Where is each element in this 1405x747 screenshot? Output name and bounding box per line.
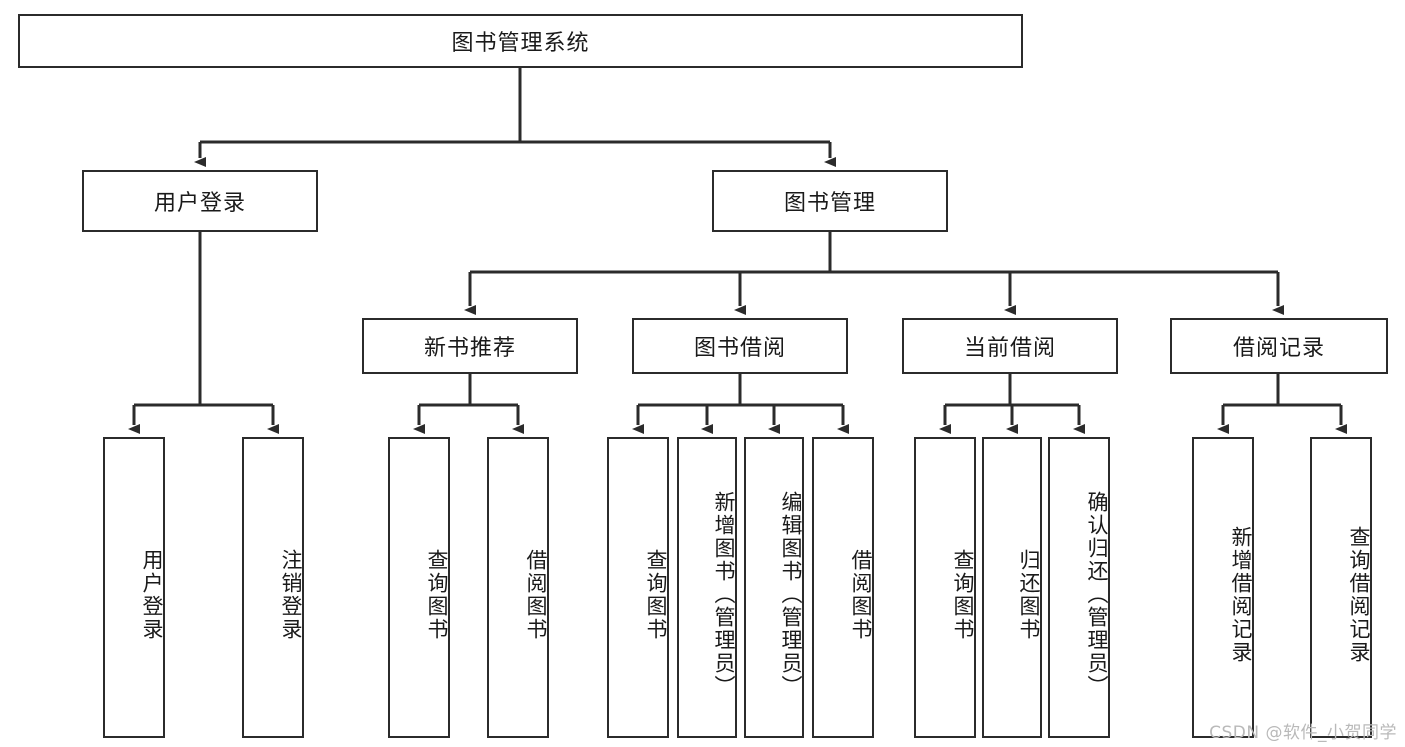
node-leaf-borrow-book[interactable]: 借阅图书 [812, 437, 874, 738]
node-leaf-return-book-label: 归还图书 [1017, 548, 1041, 641]
node-new-book-recommend-label: 新书推荐 [423, 336, 516, 361]
node-book-borrow-label: 图书借阅 [693, 336, 786, 361]
connector-lines [128, 68, 1347, 434]
node-leaf-query-book-rec[interactable]: 查询图书 [388, 437, 450, 738]
node-leaf-edit-book-label: 编辑图书（管理员） [779, 491, 803, 698]
node-root[interactable]: 图书管理系统 [18, 14, 1023, 68]
node-borrow-record-label: 借阅记录 [1232, 336, 1325, 361]
node-leaf-add-record[interactable]: 新增借阅记录 [1192, 437, 1254, 738]
node-current-borrow[interactable]: 当前借阅 [902, 318, 1118, 374]
node-leaf-edit-book[interactable]: 编辑图书（管理员） [744, 437, 804, 738]
node-book-manage-label: 图书管理 [783, 191, 876, 216]
node-leaf-add-book[interactable]: 新增图书（管理员） [677, 437, 737, 738]
node-book-borrow[interactable]: 图书借阅 [632, 318, 848, 374]
node-leaf-borrow-book-rec-label: 借阅图书 [524, 548, 548, 641]
node-root-label: 图书管理系统 [451, 31, 590, 56]
node-user-login[interactable]: 用户登录 [82, 170, 318, 232]
node-leaf-logout-label: 注销登录 [279, 548, 303, 641]
node-borrow-record[interactable]: 借阅记录 [1170, 318, 1388, 374]
node-leaf-borrow-book-rec[interactable]: 借阅图书 [487, 437, 549, 738]
node-leaf-confirm-return[interactable]: 确认归还（管理员） [1048, 437, 1110, 738]
node-leaf-borrow-book-label: 借阅图书 [849, 548, 873, 641]
node-leaf-add-record-label: 新增借阅记录 [1229, 525, 1253, 664]
node-leaf-query-book-borrow-label: 查询图书 [644, 548, 668, 641]
node-leaf-user-login-label: 用户登录 [140, 548, 164, 641]
node-leaf-query-record-label: 查询借阅记录 [1347, 525, 1371, 664]
node-book-manage[interactable]: 图书管理 [712, 170, 948, 232]
node-leaf-return-book[interactable]: 归还图书 [982, 437, 1042, 738]
node-leaf-logout[interactable]: 注销登录 [242, 437, 304, 738]
node-current-borrow-label: 当前借阅 [963, 336, 1056, 361]
node-leaf-query-book-rec-label: 查询图书 [425, 548, 449, 641]
node-user-login-label: 用户登录 [153, 191, 246, 216]
node-leaf-query-book-cur-label: 查询图书 [951, 548, 975, 641]
node-leaf-query-record[interactable]: 查询借阅记录 [1310, 437, 1372, 738]
node-leaf-user-login[interactable]: 用户登录 [103, 437, 165, 738]
node-leaf-query-book-borrow[interactable]: 查询图书 [607, 437, 669, 738]
node-new-book-recommend[interactable]: 新书推荐 [362, 318, 578, 374]
node-leaf-add-book-label: 新增图书（管理员） [712, 491, 736, 698]
node-leaf-confirm-return-label: 确认归还（管理员） [1085, 491, 1109, 698]
node-leaf-query-book-cur[interactable]: 查询图书 [914, 437, 976, 738]
